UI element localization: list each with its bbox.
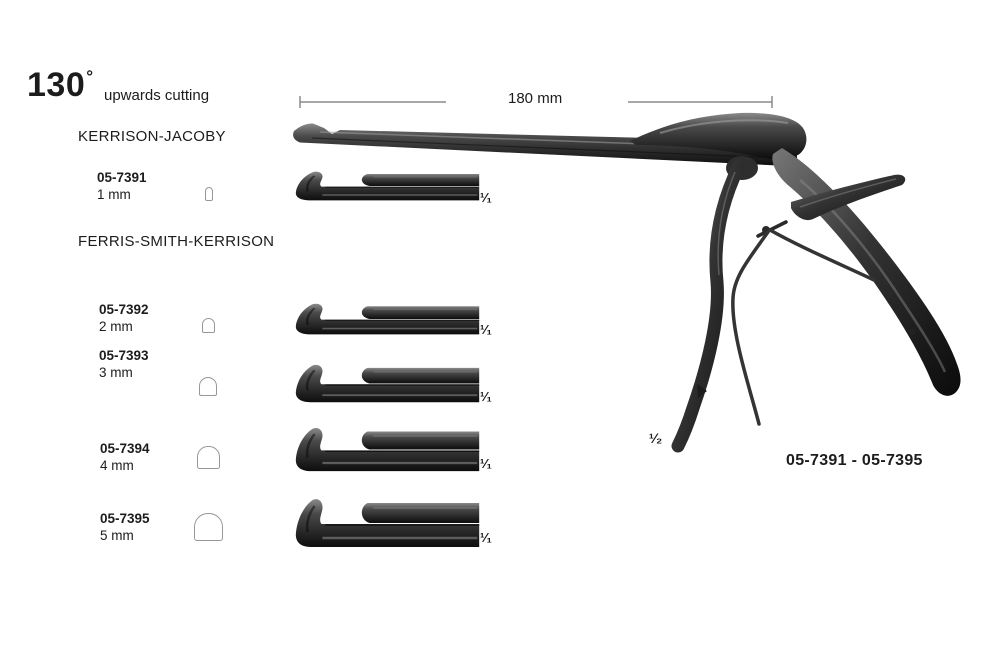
handle-scale-label: ¹⁄₂: [649, 430, 663, 446]
product-row-3: 05-7393 3 mm: [99, 347, 229, 381]
product-code: 05-7391: [97, 170, 147, 185]
catalog-range-label: 05-7391 - 05-7395: [786, 452, 923, 469]
product-row-2: 05-7392 2 mm: [99, 301, 229, 335]
tip-scale-label: ¹⁄₁: [480, 456, 492, 471]
product-size: 4 mm: [100, 458, 134, 473]
tip-profile-icon-3mm: [199, 377, 217, 396]
product-size: 1 mm: [97, 187, 131, 202]
series-title-kerrison-jacoby: KERRISON-JACOBY: [78, 128, 226, 145]
dimension-line: [299, 96, 773, 108]
cutting-direction-label: upwards cutting: [104, 87, 210, 104]
tip-profile-icon-5mm: [194, 513, 223, 541]
product-size: 5 mm: [100, 528, 134, 543]
product-row-1: 05-7391 1 mm: [97, 169, 227, 203]
product-code: 05-7394: [100, 441, 150, 456]
angle-value: 130: [27, 66, 86, 104]
tip-profile-icon-4mm: [197, 446, 220, 469]
degree-symbol: °: [86, 67, 94, 86]
product-code: 05-7392: [99, 302, 149, 317]
product-row-5: 05-7395 5 mm: [100, 510, 230, 544]
tip-detail-illustration-5mm: [294, 497, 481, 549]
product-code: 05-7395: [100, 511, 150, 526]
tip-scale-label: ¹⁄₁: [480, 389, 492, 404]
tip-profile-icon-2mm: [202, 318, 215, 333]
product-code: 05-7393: [99, 348, 149, 363]
tip-scale-label: ¹⁄₁: [480, 530, 492, 545]
series-title-ferris-smith-kerrison: FERRIS-SMITH-KERRISON: [78, 233, 275, 250]
tip-detail-illustration-1mm: [294, 170, 481, 202]
tip-scale-label: ¹⁄₁: [480, 190, 492, 205]
length-dimension-label: 180 mm: [508, 90, 563, 107]
product-size: 2 mm: [99, 319, 133, 334]
tip-profile-icon-1mm: [205, 187, 213, 201]
tip-detail-illustration-3mm: [294, 363, 481, 404]
product-row-4: 05-7394 4 mm: [100, 440, 230, 474]
angle-label: 130°: [27, 66, 94, 105]
main-instrument-illustration: [293, 112, 961, 453]
tip-scale-label: ¹⁄₁: [480, 322, 492, 337]
tip-detail-illustration-4mm: [294, 426, 481, 473]
product-size: 3 mm: [99, 365, 133, 380]
tip-detail-illustration-2mm: [294, 302, 481, 336]
